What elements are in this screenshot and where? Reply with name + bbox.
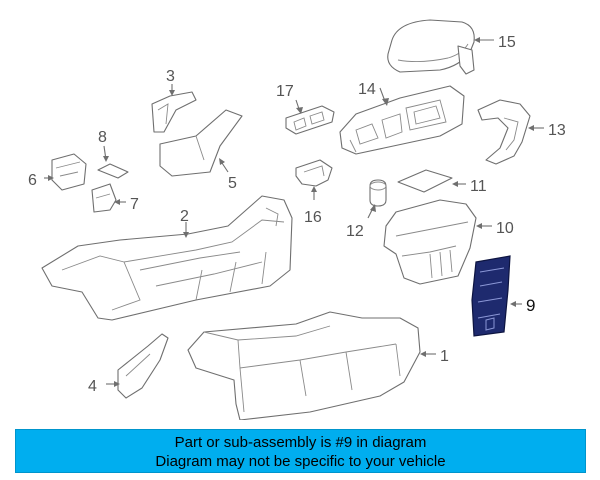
part-17-bezel[interactable] [285, 105, 335, 135]
part-6-small-block[interactable] [51, 153, 87, 191]
callout-13: 13 [548, 122, 566, 139]
callout-5: 5 [228, 175, 237, 192]
callout-3: 3 [166, 68, 175, 85]
callout-4: 4 [88, 378, 97, 395]
callout-10: 10 [496, 220, 514, 237]
part-11-mat[interactable] [397, 169, 453, 193]
banner-line-1: Part or sub-assembly is #9 in diagram [174, 434, 427, 451]
part-2-console-frame[interactable] [41, 195, 293, 321]
callout-14: 14 [358, 81, 376, 98]
banner-line-2: Diagram may not be specific to your vehi… [155, 453, 446, 470]
parts-diagram: 15 14 13 17 16 11 [28, 19, 566, 420]
part-15-armrest-lid[interactable] [387, 19, 475, 75]
part-7-small-clip[interactable] [91, 183, 117, 213]
callout-15: 15 [498, 34, 516, 51]
part-12-cylinder[interactable] [369, 179, 387, 207]
callout-6: 6 [28, 172, 37, 189]
part-13-side-bracket[interactable] [477, 99, 531, 165]
callout-11: 11 [470, 178, 487, 195]
part-10-storage-bin[interactable] [383, 199, 477, 285]
part-4-side-trim[interactable] [117, 333, 169, 399]
part-1-console-housing[interactable] [187, 311, 421, 420]
callout-7: 7 [130, 196, 139, 213]
callout-2: 2 [180, 208, 189, 225]
part-5-side-panel[interactable] [159, 109, 243, 177]
callout-17: 17 [276, 83, 294, 100]
part-9-highlighted-insert[interactable] [471, 255, 511, 337]
callout-8: 8 [98, 129, 107, 146]
callout-12: 12 [346, 223, 364, 240]
part-3-vertical-trim[interactable] [151, 91, 197, 133]
callout-16: 16 [304, 209, 322, 226]
part-8-small-trim[interactable] [97, 163, 129, 179]
callout-1: 1 [440, 348, 449, 365]
info-banner: Part or sub-assembly is #9 in diagram Di… [15, 429, 586, 473]
part-16-clip[interactable] [295, 159, 333, 187]
callout-9: 9 [526, 296, 535, 315]
